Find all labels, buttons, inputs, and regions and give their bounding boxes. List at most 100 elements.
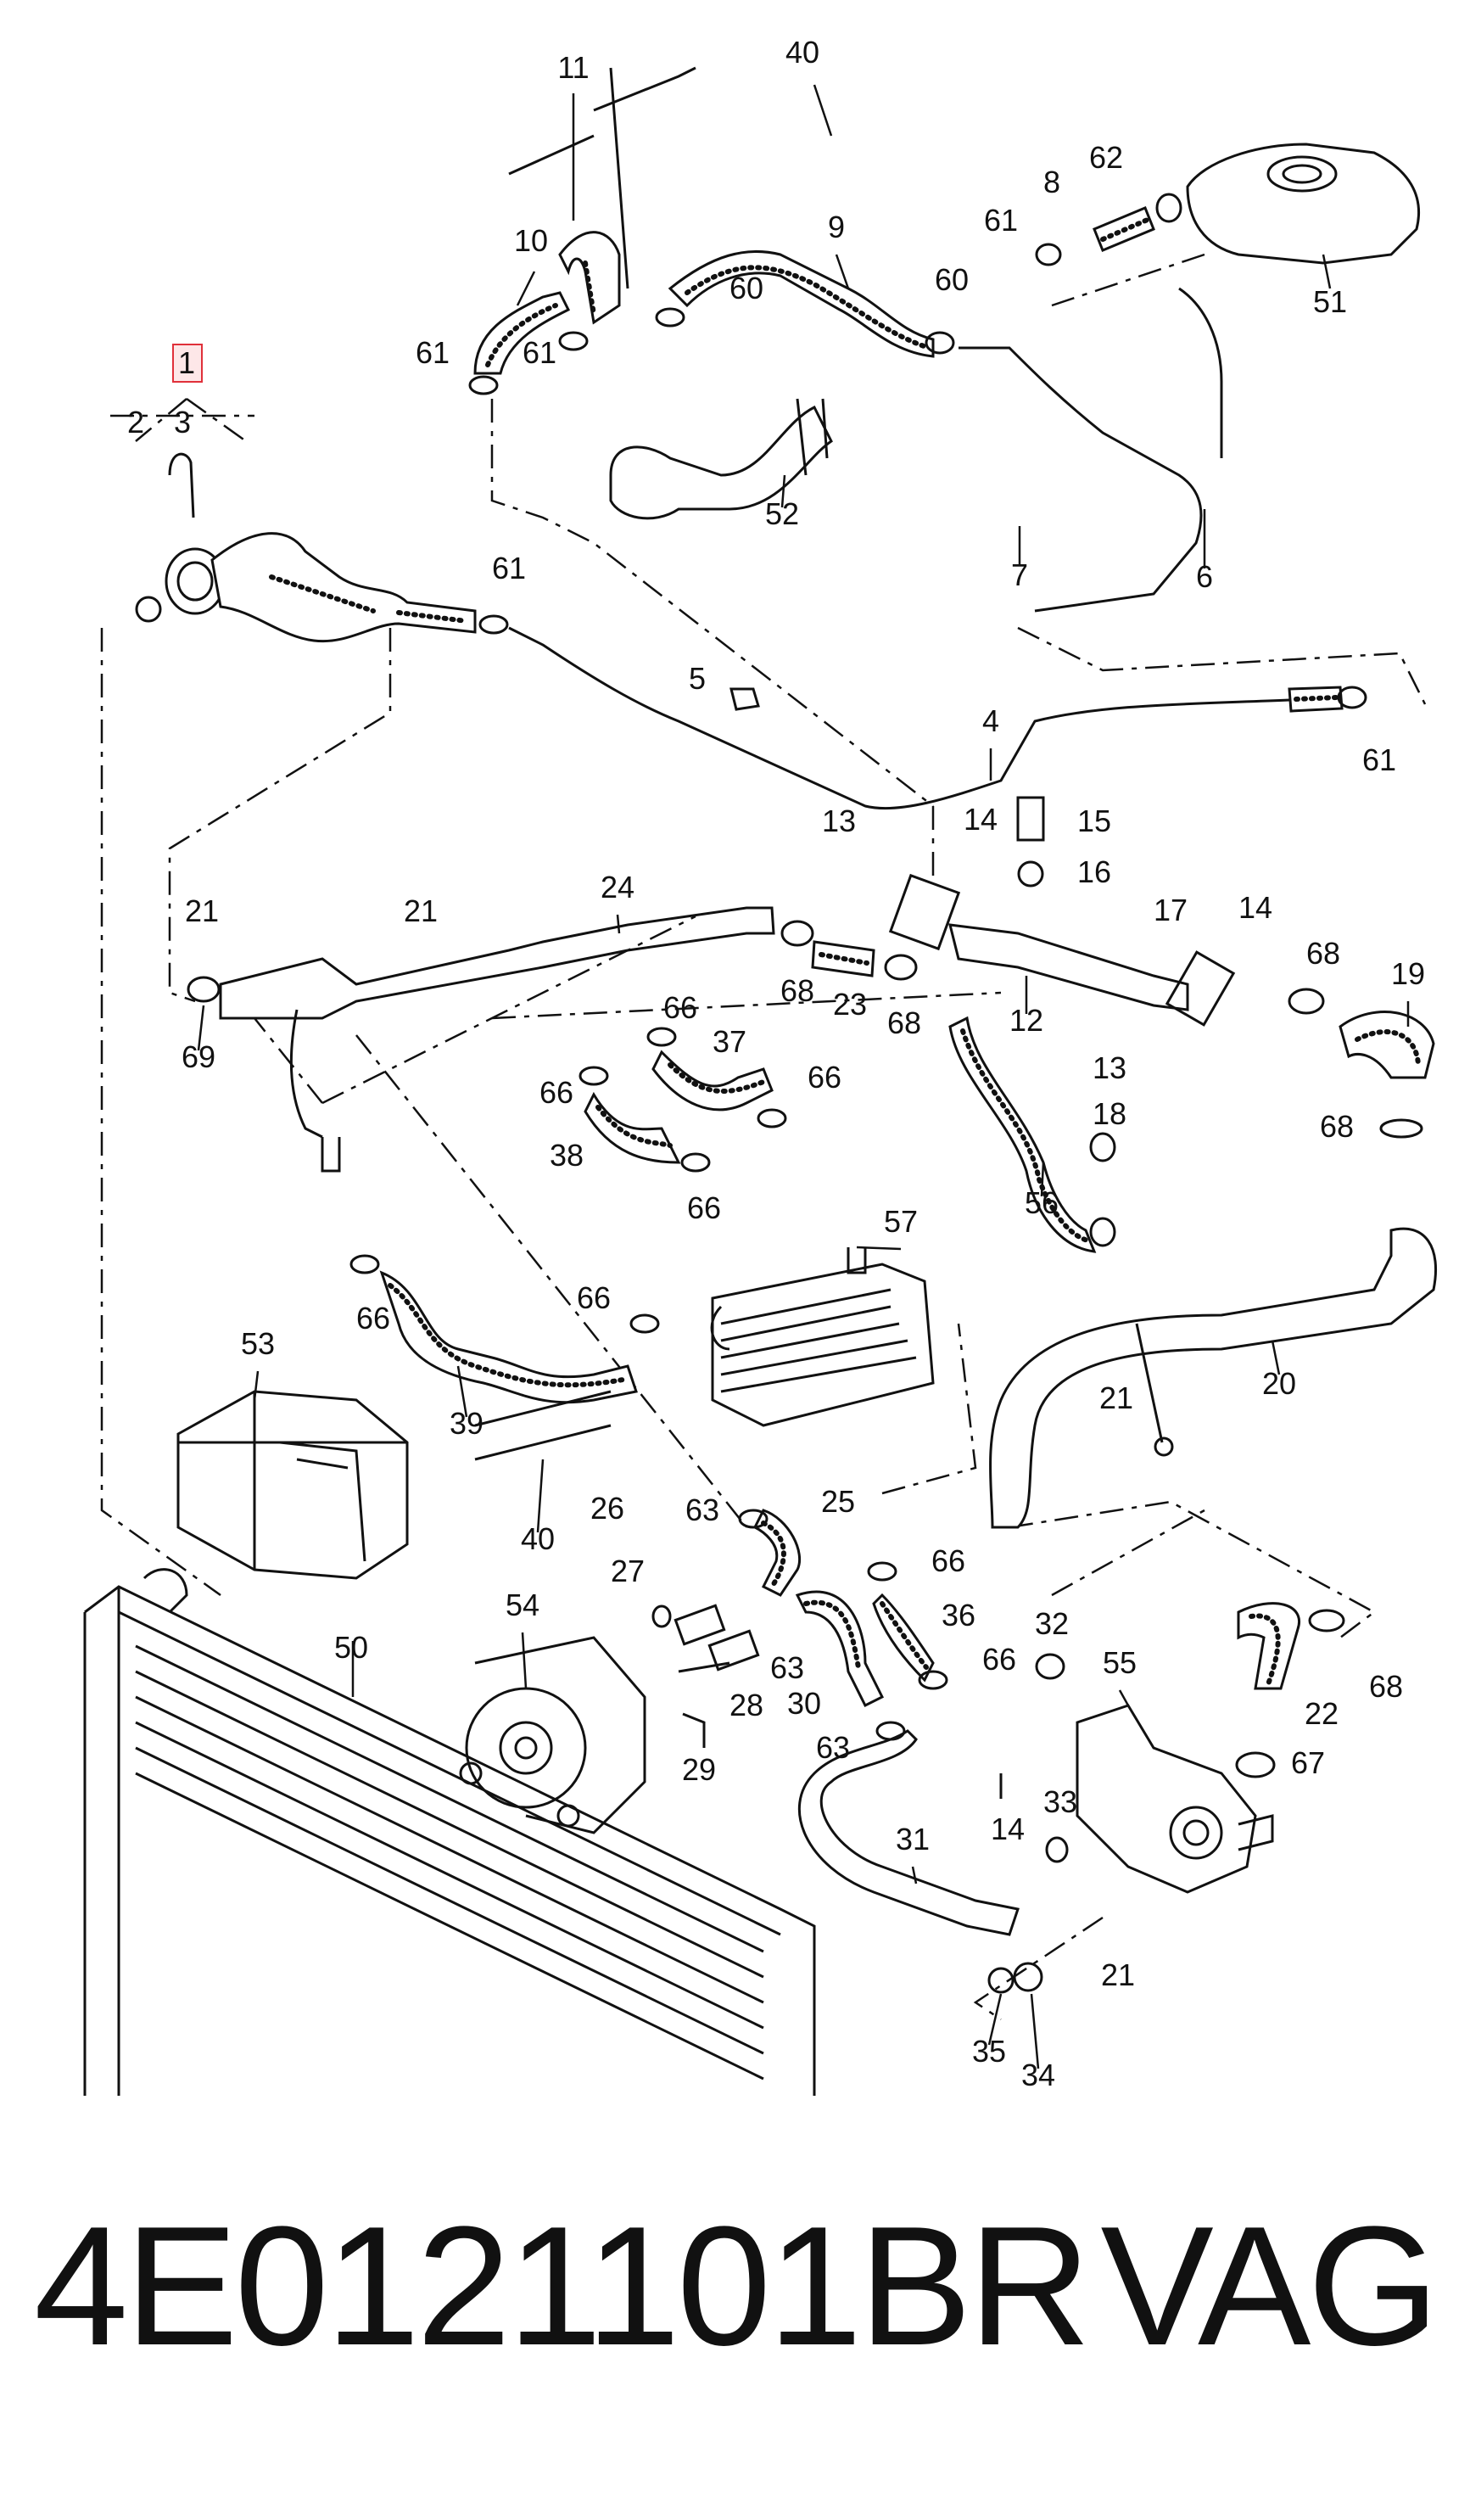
callout-label: 66: [356, 1301, 390, 1336]
fittings-26-29: [651, 1604, 760, 1748]
callout-label: 21: [1101, 1957, 1135, 1992]
callout-label: 16: [1077, 854, 1111, 889]
coolant-pipes: [508, 287, 1344, 810]
callout-label: 23: [833, 987, 867, 1022]
callout-label: 62: [1089, 140, 1123, 175]
callout-label: 39: [450, 1406, 483, 1441]
callout-label: 33: [1043, 1784, 1077, 1819]
callout-label: 25: [821, 1484, 855, 1519]
heater-unit-53: [176, 1390, 612, 1580]
callout-label: 3: [174, 405, 191, 440]
footer: 4E0121101BR VAG: [0, 2185, 1470, 2388]
callout-label: 8: [1043, 165, 1060, 199]
callout-label: 40: [785, 35, 819, 70]
callout-label: 29: [682, 1752, 716, 1787]
hose-39: [379, 1270, 638, 1404]
callout-label: 51: [1313, 284, 1347, 319]
callout-label: 63: [816, 1730, 850, 1765]
callout-label: 38: [550, 1138, 584, 1173]
callout-label: 53: [241, 1326, 275, 1361]
callout-label: 50: [334, 1630, 368, 1665]
callout-label: 66: [663, 990, 697, 1025]
callout-label: 11: [557, 50, 589, 85]
callout-label: 14: [991, 1812, 1025, 1846]
callout-label: 40: [521, 1521, 555, 1556]
oil-cooler: [710, 1247, 935, 1427]
callout-label: 21: [185, 893, 219, 928]
callout-label: 10: [514, 223, 548, 258]
callout-label: 32: [1035, 1606, 1069, 1641]
callout-label: 68: [780, 973, 814, 1008]
callout-label: 4: [982, 703, 999, 738]
coolant-system-exploded-diagram: 1234567891011121313141414151617181920212…: [83, 35, 1438, 2096]
callout-label: 60: [729, 271, 763, 305]
callout-label: 5: [689, 661, 706, 696]
thermostat-housing-55: [987, 1653, 1274, 1994]
main-pipe-24: [219, 906, 775, 1173]
pipe-12: [888, 796, 1236, 1027]
callout-label: 61: [523, 335, 556, 370]
callout-label: 7: [1011, 557, 1028, 592]
callout-label: 68: [1320, 1109, 1354, 1144]
callout-label: 61: [492, 551, 526, 585]
callout-label: 63: [770, 1650, 804, 1685]
callout-highlight-box: [172, 344, 203, 383]
callout-label: 21: [404, 893, 438, 928]
callout-label: 13: [822, 804, 856, 838]
clamps: [187, 243, 1423, 1741]
callout-label: 31: [896, 1822, 930, 1856]
callout-label: 15: [1077, 804, 1111, 838]
callout-label: 14: [964, 802, 998, 837]
assembly-group-lines: [100, 253, 1427, 2021]
callout-label: 28: [729, 1688, 763, 1722]
callout-label: 61: [416, 335, 450, 370]
callout-label: 66: [808, 1060, 841, 1095]
hose-20: [989, 1227, 1438, 1529]
expansion-tank: [1093, 143, 1421, 265]
lower-hoses: [752, 1509, 1301, 1936]
callout-label: 57: [884, 1204, 918, 1239]
callout-label: 27: [611, 1554, 645, 1588]
callout-label: 61: [984, 203, 1018, 238]
alternator-54: [459, 1636, 646, 1834]
callout-label: 67: [1291, 1745, 1325, 1780]
callout-label: 14: [1238, 890, 1272, 925]
callout-label: 36: [942, 1598, 975, 1632]
part-number: 4E0121101BR: [34, 2192, 1091, 2381]
callout-label: 52: [765, 496, 799, 531]
callout-label: 69: [182, 1039, 215, 1074]
callout-label: 68: [887, 1005, 921, 1040]
callout-label: 22: [1305, 1696, 1339, 1731]
radiator-50: [83, 1568, 816, 2096]
brand-name: VAG: [1100, 2192, 1439, 2381]
callout-label: 24: [601, 870, 634, 904]
callout-label: 60: [935, 262, 969, 297]
callout-label: 13: [1093, 1050, 1126, 1085]
callout-label: 17: [1154, 893, 1188, 927]
callout-label: 54: [506, 1588, 539, 1622]
small-hoses: [584, 940, 1435, 1253]
callout-label: 9: [828, 210, 845, 244]
callout-label: 2: [127, 405, 144, 440]
callout-label: 66: [982, 1642, 1016, 1677]
callout-label: 18: [1093, 1096, 1126, 1131]
part-1-hose-assembly: [135, 452, 477, 643]
callout-label: 21: [1099, 1380, 1133, 1415]
callout-label: 56: [1025, 1185, 1059, 1220]
callout-label: 61: [1362, 742, 1396, 777]
callout-label: 6: [1196, 559, 1213, 594]
callout-label: 35: [972, 2034, 1006, 2069]
callout-label: 63: [685, 1492, 719, 1527]
callout-label: 30: [787, 1686, 821, 1721]
callout-label: 68: [1369, 1669, 1403, 1704]
callout-label: 66: [931, 1543, 965, 1578]
callout-label: 55: [1103, 1645, 1137, 1680]
upper-hoses: [473, 66, 935, 520]
callout-label: 66: [539, 1075, 573, 1110]
leader-lines: [197, 84, 1410, 2069]
callout-label: 19: [1391, 956, 1425, 991]
callout-label: 1: [178, 345, 195, 380]
callout-label: 37: [713, 1024, 746, 1059]
callout-label: 26: [590, 1491, 624, 1526]
